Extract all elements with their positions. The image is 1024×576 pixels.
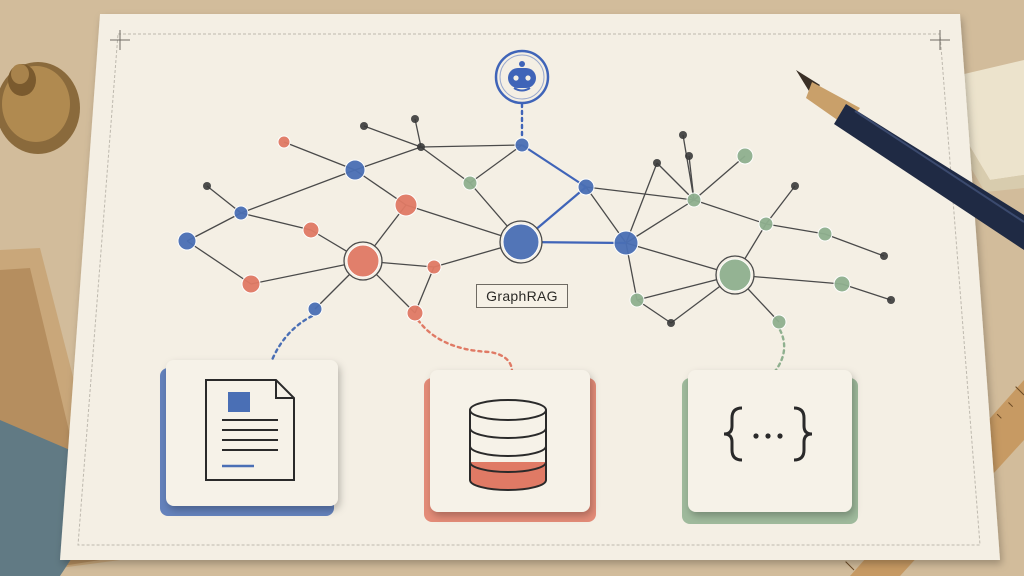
graph-node xyxy=(629,292,645,308)
graph-edge xyxy=(414,118,422,148)
graph-edge xyxy=(585,186,695,201)
graph-edge xyxy=(469,144,523,184)
ruler-tick xyxy=(1015,386,1024,396)
graph-edge xyxy=(240,212,312,231)
graph-node xyxy=(203,182,211,190)
graph-node xyxy=(771,314,787,330)
graph-node xyxy=(343,241,383,281)
graph-node xyxy=(307,301,323,317)
graph-edge xyxy=(765,185,796,225)
graph-node xyxy=(791,182,799,190)
pencil xyxy=(796,70,1024,250)
graph-node xyxy=(653,159,661,167)
graph-node xyxy=(613,230,639,256)
graph-node xyxy=(880,252,888,260)
graph-edge xyxy=(656,162,695,201)
robot-icon xyxy=(494,49,550,105)
graph-node xyxy=(736,147,754,165)
graph-node xyxy=(577,178,595,196)
graph-edge xyxy=(625,162,658,244)
document-card xyxy=(160,360,338,516)
graph-node xyxy=(241,274,261,294)
graph-edge xyxy=(693,155,746,201)
graph-edge xyxy=(420,146,471,184)
graph-node xyxy=(685,152,693,160)
graph-edge xyxy=(420,144,523,148)
graph-node xyxy=(887,296,895,304)
graph-node xyxy=(514,137,530,153)
graph-node xyxy=(499,220,543,264)
graph-edge xyxy=(363,125,422,148)
database-connector xyxy=(416,318,514,374)
graph-edge xyxy=(186,212,242,242)
graph-edge xyxy=(841,283,892,301)
graph-node xyxy=(344,159,366,181)
document-icon xyxy=(205,379,295,481)
graph-nodes xyxy=(177,115,895,330)
graph-node xyxy=(360,122,368,130)
code-card xyxy=(682,370,858,524)
ruler-tick xyxy=(845,561,855,571)
graph-node xyxy=(686,192,702,208)
graph-edge xyxy=(283,141,356,171)
brass-weight xyxy=(0,62,80,154)
code-braces-icon xyxy=(723,406,813,462)
graph-edge xyxy=(625,199,695,244)
database-icon xyxy=(469,399,547,491)
database-card xyxy=(424,370,596,522)
graph-edge xyxy=(693,199,767,225)
graph-edge xyxy=(765,223,826,235)
graph-node xyxy=(417,143,425,151)
graph-node xyxy=(302,221,320,239)
graph-node xyxy=(426,259,442,275)
graphrag-label: GraphRAG xyxy=(476,284,568,308)
document-connector xyxy=(270,314,314,362)
highlighted-edge xyxy=(521,144,587,188)
graph-node xyxy=(406,304,424,322)
graph-node xyxy=(833,275,851,293)
ruler-tick xyxy=(1008,402,1014,408)
graph-node xyxy=(411,115,419,123)
graph-node xyxy=(233,205,249,221)
graph-node xyxy=(394,193,418,217)
graph-node xyxy=(462,175,478,191)
graph-node xyxy=(679,131,687,139)
ruler-tick xyxy=(996,413,1002,419)
graph-node xyxy=(715,255,755,295)
graph-edge xyxy=(240,169,356,214)
graph-edge xyxy=(354,146,422,171)
graph-node xyxy=(817,226,833,242)
graph-node xyxy=(758,216,774,232)
graph-node xyxy=(667,319,675,327)
graph-edge xyxy=(186,240,252,285)
graph-node xyxy=(277,135,291,149)
graph-edge xyxy=(824,233,885,257)
graph-node xyxy=(177,231,197,251)
